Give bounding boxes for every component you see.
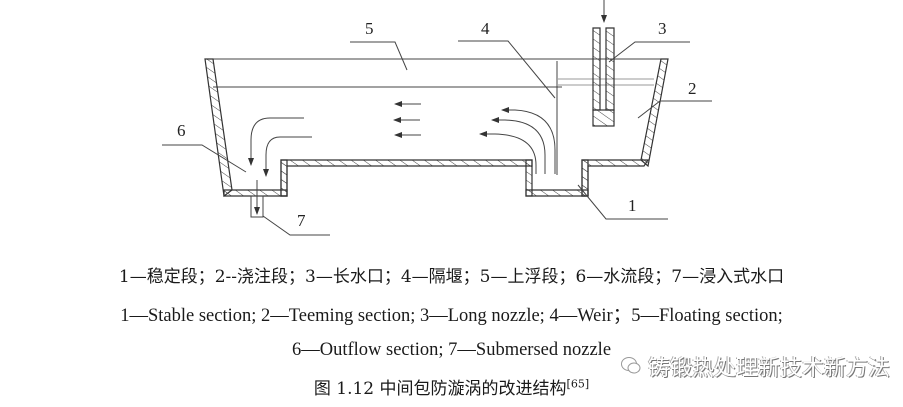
leader-6 — [162, 144, 247, 173]
label-1: 1 — [628, 196, 637, 215]
main-floor — [280, 159, 533, 197]
long-nozzle-right — [605, 27, 615, 111]
legend-english-line1: 1—Stable section; 2—Teeming section; 3—L… — [120, 306, 783, 326]
label-6: 6 — [177, 121, 186, 140]
curved-flow-arrow — [491, 117, 546, 174]
leader-2 — [637, 100, 712, 119]
legend-chinese: 1—稳定段；2--浇注段；3—长水口；4—隔堰；5—上浮段；6—水流段；7—浸入… — [118, 267, 785, 287]
label-4: 4 — [481, 19, 490, 38]
long-nozzle-base — [592, 109, 615, 127]
curved-flow-arrow — [501, 107, 556, 174]
label-2: 2 — [688, 79, 697, 98]
left-well-bottom — [223, 189, 288, 197]
right-wall — [640, 58, 669, 168]
leader-3 — [608, 41, 690, 63]
wechat-icon — [621, 357, 641, 374]
leader-4 — [458, 40, 556, 99]
figure-title: 图 1.12 中间包防漩涡的改进结构 — [313, 379, 567, 399]
label-7: 7 — [297, 211, 306, 230]
legend-english-line2: 6—Outflow section; 7—Submersed nozzle — [291, 340, 612, 360]
curved-flow-arrow — [479, 131, 537, 174]
leader-1 — [577, 184, 668, 220]
label-3: 3 — [658, 19, 667, 38]
watermark: 铸锻热处理新技术新方法 — [620, 350, 890, 382]
figure-reference: [65] — [566, 377, 590, 391]
leader-5 — [350, 41, 408, 71]
right-well-bottom — [525, 189, 589, 197]
leader-7 — [262, 215, 330, 236]
figure-caption: 图 1.12 中间包防漩涡的改进结构[65] — [0, 374, 903, 399]
downflow-arrow — [248, 117, 304, 166]
watermark-text: 铸锻热处理新技术新方法 — [648, 356, 891, 381]
right-floor — [581, 159, 650, 197]
left-wall — [204, 58, 233, 198]
long-nozzle-left — [592, 27, 601, 111]
label-5: 5 — [365, 19, 374, 38]
downflow-arrow — [263, 136, 312, 177]
tundish-diagram: 5 4 3 2 6 7 1 — [162, 0, 712, 236]
